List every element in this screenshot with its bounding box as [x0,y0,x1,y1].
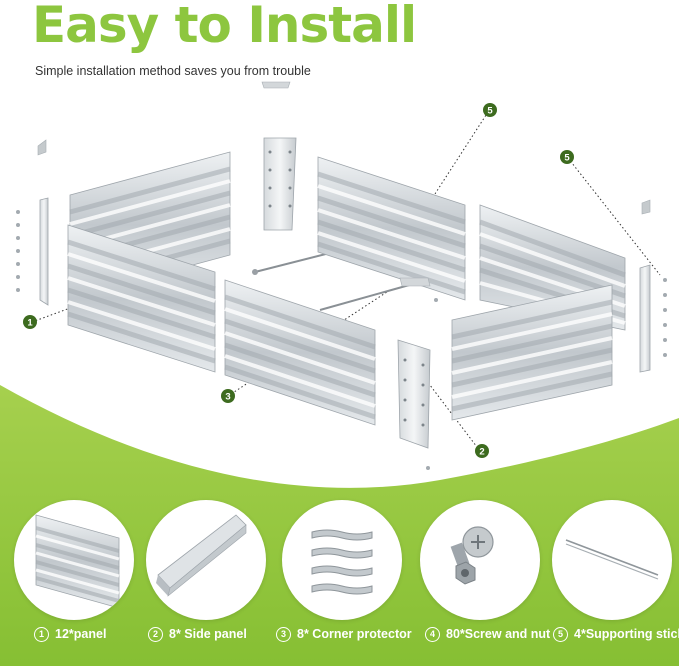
callout-markers: 1 2 3 5 5 [23,103,574,458]
side-panel-top [263,137,297,231]
side-panel-icon [146,500,266,620]
corner-protector-icon [282,500,402,620]
svg-text:2: 2 [479,447,484,458]
svg-text:5: 5 [564,153,570,164]
callout-5-top: 5 [483,103,497,117]
caption-number-badge: 5 [553,626,568,642]
page-subtitle: Simple installation method saves you fro… [35,64,311,78]
part-label: 4*Supporting stick [574,627,679,641]
corrugated-panel-front-left [67,224,216,373]
corner-cap [641,199,651,215]
side-panel-right [639,264,651,373]
corrugated-panel-back-right [317,156,466,301]
part-caption-2: 2 8* Side panel [148,625,247,643]
part-caption-4: 4 80*Screw and nut [425,625,550,643]
caption-number-badge: 2 [148,626,163,642]
corner-protector [399,277,431,287]
supporting-stick-icon [552,500,672,620]
screw-set [16,210,667,470]
page-title: Easy to Install [32,0,417,54]
screw-nut-icon [420,500,540,620]
part-caption-1: 1 12*panel [34,625,106,643]
corrugated-panel-front-right [451,284,613,421]
caption-number-badge: 3 [276,626,291,642]
part-label: 8* Corner protector [297,627,412,641]
svg-text:1: 1 [27,318,33,329]
corner-cap [37,139,47,156]
stick-end [252,269,258,275]
callout-2: 2 [475,444,489,458]
side-panel-front [397,339,431,449]
part-label: 80*Screw and nut [446,627,551,641]
callout-1: 1 [23,315,37,329]
part-label: 8* Side panel [169,627,247,641]
part-caption-5: 5 4*Supporting stick [553,625,679,643]
corrugated-panel-front-middle [224,279,376,426]
callout-5-right: 5 [560,150,574,164]
callout-3: 3 [221,389,235,403]
side-panel-left [39,197,49,306]
svg-text:3: 3 [225,392,230,403]
part-label: 12*panel [55,627,107,641]
svg-text:5: 5 [487,106,493,117]
part-caption-3: 3 8* Corner protector [276,625,412,643]
caption-number-badge: 4 [425,626,440,642]
caption-number-badge: 1 [34,626,49,642]
panel-icon [14,500,134,620]
corner-cap [261,81,291,89]
supporting-stick [319,281,421,311]
